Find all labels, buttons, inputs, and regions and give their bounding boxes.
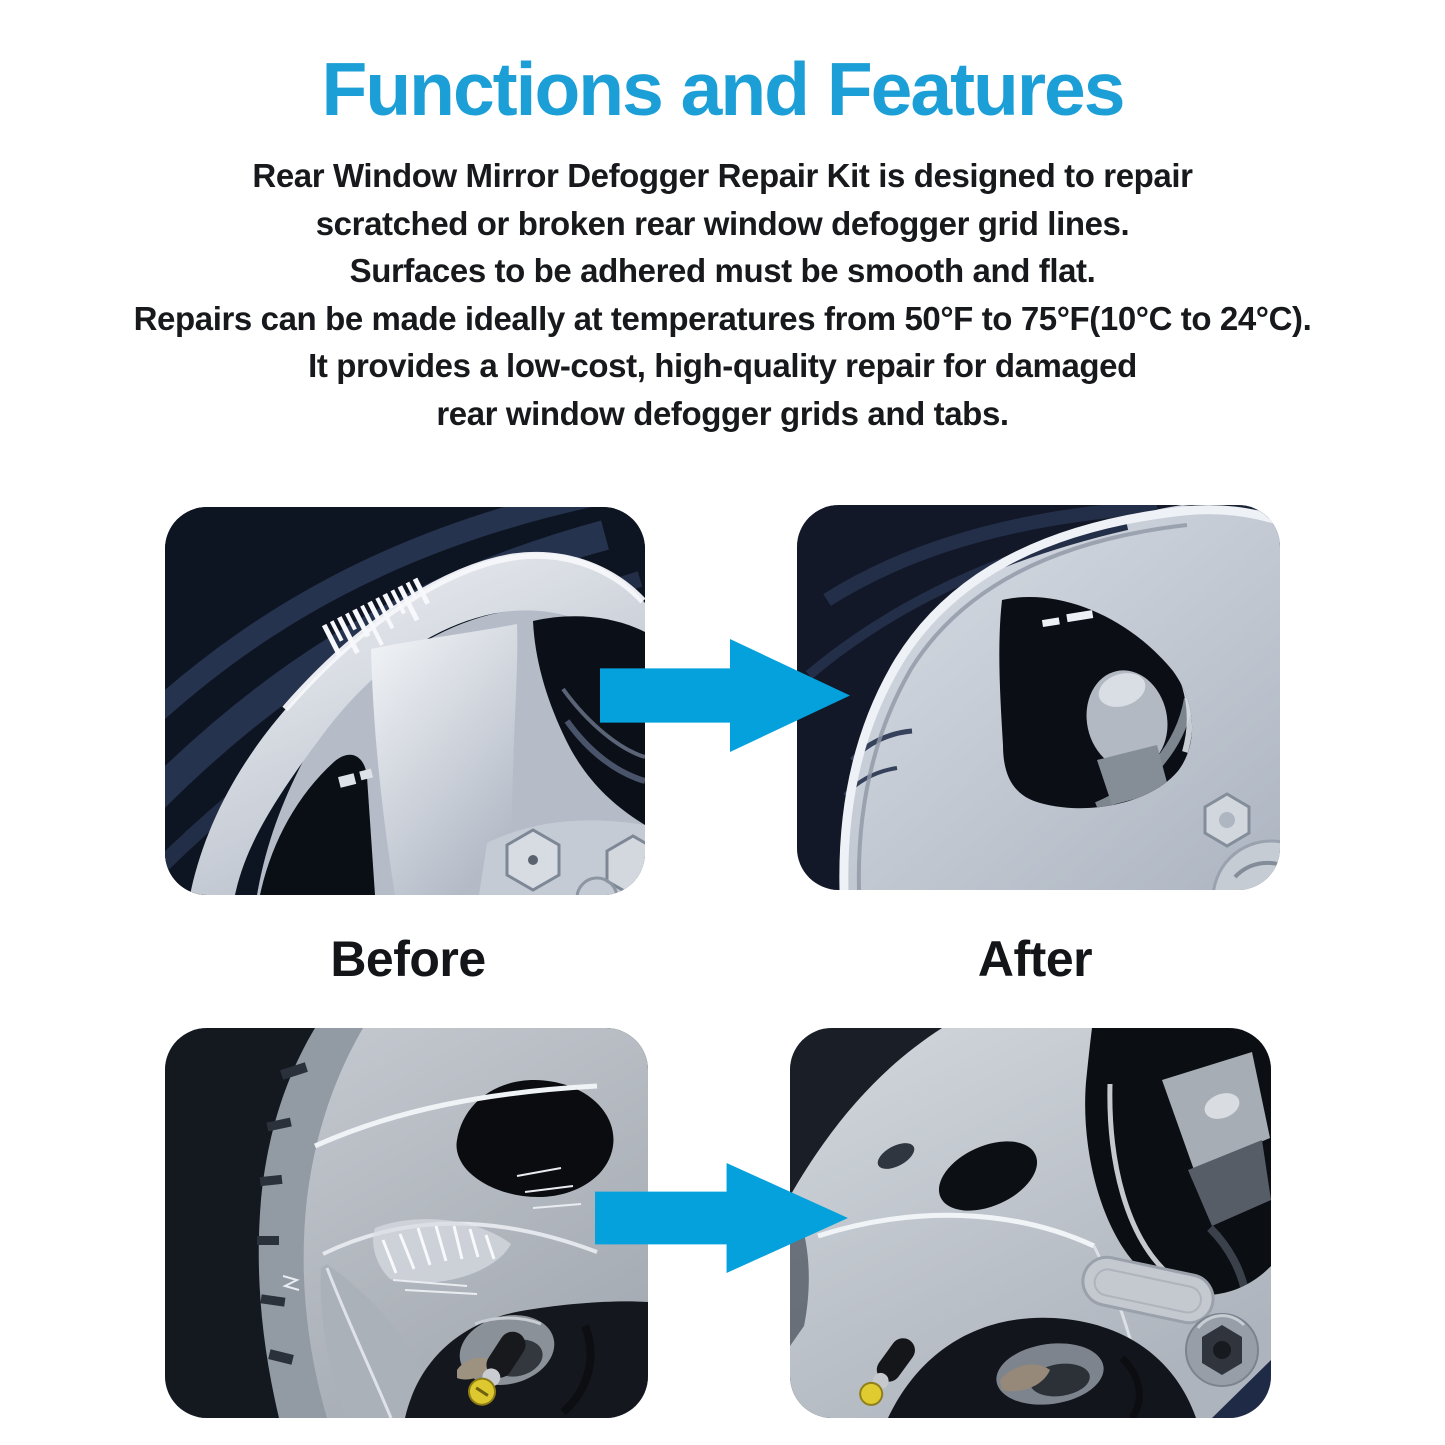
inner-shadow bbox=[260, 754, 375, 895]
tire bbox=[790, 1028, 942, 1196]
center-cap bbox=[1212, 839, 1280, 890]
brake-caliper bbox=[1107, 1052, 1271, 1296]
spoke-opening bbox=[456, 1080, 614, 1198]
before-label: Before bbox=[330, 931, 486, 987]
curb-rash-scratches bbox=[381, 1225, 496, 1274]
scratched-rim-illustration bbox=[165, 507, 645, 895]
spoke-highlight bbox=[313, 1083, 598, 1149]
after-photo-repaired-rim bbox=[797, 505, 1280, 890]
scratched-spoke-illustration bbox=[165, 1028, 648, 1418]
spoke bbox=[371, 624, 518, 895]
spoke-gap bbox=[938, 1141, 1038, 1211]
lower-spoke bbox=[320, 1264, 439, 1418]
tire-tread bbox=[257, 1062, 308, 1365]
brake-caliper bbox=[1041, 599, 1193, 809]
spoke-slot bbox=[1081, 1255, 1215, 1325]
valve-stem bbox=[468, 1331, 526, 1406]
intro-line: It provides a low-cost, high-quality rep… bbox=[308, 347, 1137, 384]
rim-lip-highlight bbox=[839, 505, 1280, 890]
repaired-spoke-illustration bbox=[790, 1028, 1271, 1418]
rim-band bbox=[190, 553, 645, 895]
intro-line: rear window defogger grids and tabs. bbox=[436, 394, 1009, 432]
lug-bolt bbox=[1185, 1313, 1259, 1387]
intro-line: Rear Window Mirror Defogger Repair Kit i… bbox=[252, 157, 1193, 194]
intro-line: Repairs can be made ideally at temperatu… bbox=[133, 299, 1312, 337]
after-photo-repaired-spoke bbox=[790, 1028, 1271, 1418]
repaired-rim-illustration bbox=[797, 505, 1280, 890]
lug-nut bbox=[1203, 792, 1251, 848]
page-title: Functions and Features bbox=[321, 47, 1126, 131]
intro-text: Rear Window Mirror Defogger Repair Kit i… bbox=[0, 152, 1445, 437]
before-photo-scratched-rim bbox=[165, 507, 645, 895]
tire bbox=[165, 1028, 315, 1418]
valve-stem bbox=[859, 1338, 915, 1406]
spoke-highlight bbox=[817, 1212, 1096, 1249]
after-label: After bbox=[977, 931, 1093, 987]
before-photo-scratched-spoke bbox=[165, 1028, 648, 1418]
intro-line: scratched or broken rear window defogger… bbox=[315, 204, 1130, 242]
tire bbox=[797, 505, 1182, 890]
intro-line: Surfaces to be adhered must be smooth an… bbox=[349, 252, 1096, 289]
tire-tread bbox=[805, 505, 1158, 679]
curb-rash-scratches bbox=[321, 577, 430, 657]
